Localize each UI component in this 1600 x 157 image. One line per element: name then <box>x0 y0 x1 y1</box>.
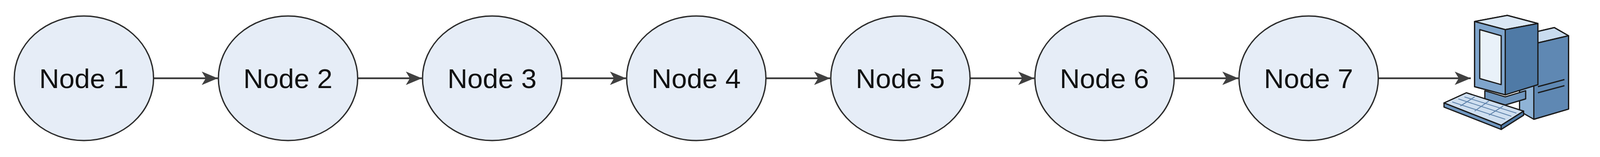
flow-arrow <box>1174 77 1239 80</box>
flow-arrow <box>153 77 218 80</box>
node-label: Node 2 <box>243 62 333 95</box>
node-label: Node 5 <box>855 62 945 95</box>
node-label: Node 4 <box>651 62 741 95</box>
process-ellipse: Node 2 <box>217 15 359 142</box>
process-ellipse: Node 7 <box>1238 15 1380 142</box>
node-label: Node 3 <box>447 62 537 95</box>
flow-arrow <box>562 77 626 80</box>
process-ellipse: Node 5 <box>829 15 972 142</box>
output-arrow <box>1376 77 1471 80</box>
flow-arrow <box>766 77 830 80</box>
process-ellipse: Node 3 <box>421 15 563 142</box>
flow-arrow <box>970 77 1034 80</box>
node-label: Node 7 <box>1263 62 1354 95</box>
flow-arrow <box>357 77 422 80</box>
node-label: Node 6 <box>1059 62 1149 95</box>
process-ellipse: Node 4 <box>625 15 768 142</box>
node-label: Node 1 <box>39 62 129 95</box>
process-ellipse: Node 1 <box>13 15 155 142</box>
process-ellipse: Node 6 <box>1033 15 1176 142</box>
